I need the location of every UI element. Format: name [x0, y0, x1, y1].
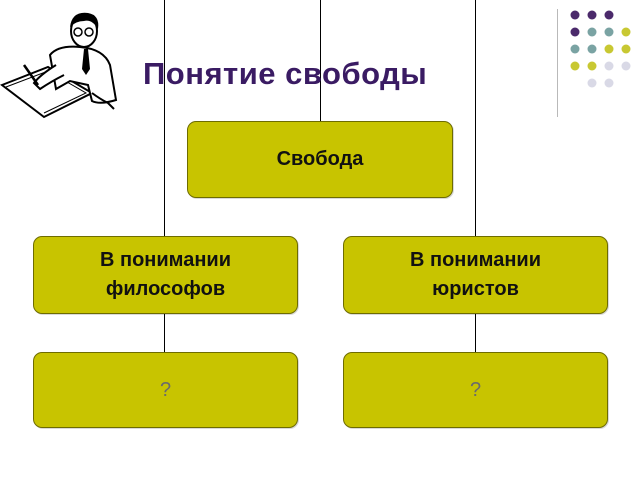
root-node-label: Свобода	[276, 148, 364, 170]
slide-title: Понятие свободы	[143, 56, 428, 91]
connector-middle	[320, 0, 321, 122]
connector-outer-left	[164, 0, 165, 237]
connector-right-lower	[475, 312, 476, 354]
answer-node-philosophers-label: ?	[159, 378, 172, 401]
dot-grid-decoration	[570, 10, 631, 88]
branch-node-lawyers: В понимании юристов	[343, 236, 608, 314]
answer-node-lawyers-label: ?	[469, 378, 482, 401]
branch-node-philosophers-label: В понимании философов	[100, 249, 231, 300]
answer-node-philosophers: ?	[33, 352, 298, 428]
answer-node-lawyers: ?	[343, 352, 608, 428]
connector-left-lower	[164, 312, 165, 354]
root-node: Свобода	[187, 121, 453, 198]
connector-outer-right	[475, 0, 476, 237]
branch-node-lawyers-label: В понимании юристов	[410, 249, 541, 300]
decor-divider-line	[557, 9, 558, 117]
branch-node-philosophers: В понимании философов	[33, 236, 298, 314]
man-writing-clipart	[0, 12, 118, 119]
